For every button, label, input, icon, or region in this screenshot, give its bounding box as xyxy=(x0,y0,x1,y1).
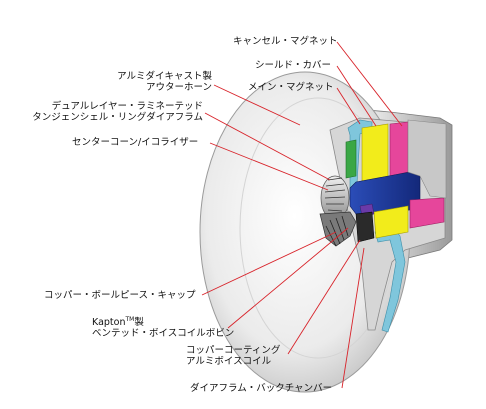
label-diaphragm-line2: タンジェンシェル・リングダイアフラム xyxy=(32,112,203,123)
label-back-chamber: ダイアフラム・バックチャンバー xyxy=(190,383,333,394)
label-diaphragm-line1: デュアルレイヤー・ラミネーテッド xyxy=(51,101,203,112)
label-coil-line2: アルミボイスコイル xyxy=(186,356,272,367)
main-magnet-lower xyxy=(373,205,409,239)
label-phase-cap: コッパー・ボールピース・キャップ xyxy=(44,290,196,301)
label-bobbin: KaptonTM製 ベンテッド・ボイスコイルボビン xyxy=(92,314,234,339)
label-bobbin-line2: ベンテッド・ボイスコイルボビン xyxy=(92,328,235,340)
label-main-magnet: メイン・マグネット xyxy=(248,82,334,93)
label-diaphragm: デュアルレイヤー・ラミネーテッド タンジェンシェル・リングダイアフラム xyxy=(20,101,203,123)
voice-coil-bobbin xyxy=(355,211,375,243)
label-bobbin-made: 製 xyxy=(134,317,144,329)
phase-plug-cap xyxy=(319,211,357,247)
label-horn-line1: アルミダイキャスト製 xyxy=(117,71,212,82)
cancel-magnet-lower xyxy=(409,197,445,229)
label-horn: アルミダイキャスト製 アウターホーン xyxy=(102,71,212,93)
shield-cover-lower xyxy=(374,225,406,333)
label-coil-line1: コッパーコーティング xyxy=(186,345,281,356)
label-bobbin-kapton: Kapton xyxy=(92,317,126,329)
label-voice-coil: コッパーコーティング アルミボイスコイル xyxy=(186,345,280,367)
cancel-magnet-upper xyxy=(389,121,409,177)
label-bobbin-line1: KaptonTM製 xyxy=(92,314,234,328)
label-cancel-magnet: キャンセル・マグネット xyxy=(233,36,338,47)
rear-cap xyxy=(407,119,447,199)
main-magnet-upper xyxy=(361,123,389,183)
label-horn-line2: アウターホーン xyxy=(145,82,212,93)
label-shield-cover: シールド・カバー xyxy=(255,60,332,71)
label-center-cone: センターコーン/イコライザー xyxy=(72,137,199,148)
diaphragm-ribs xyxy=(324,177,346,212)
label-bobbin-tm: TM xyxy=(125,316,135,323)
leader-lines xyxy=(201,41,403,389)
green-ring xyxy=(345,139,357,179)
